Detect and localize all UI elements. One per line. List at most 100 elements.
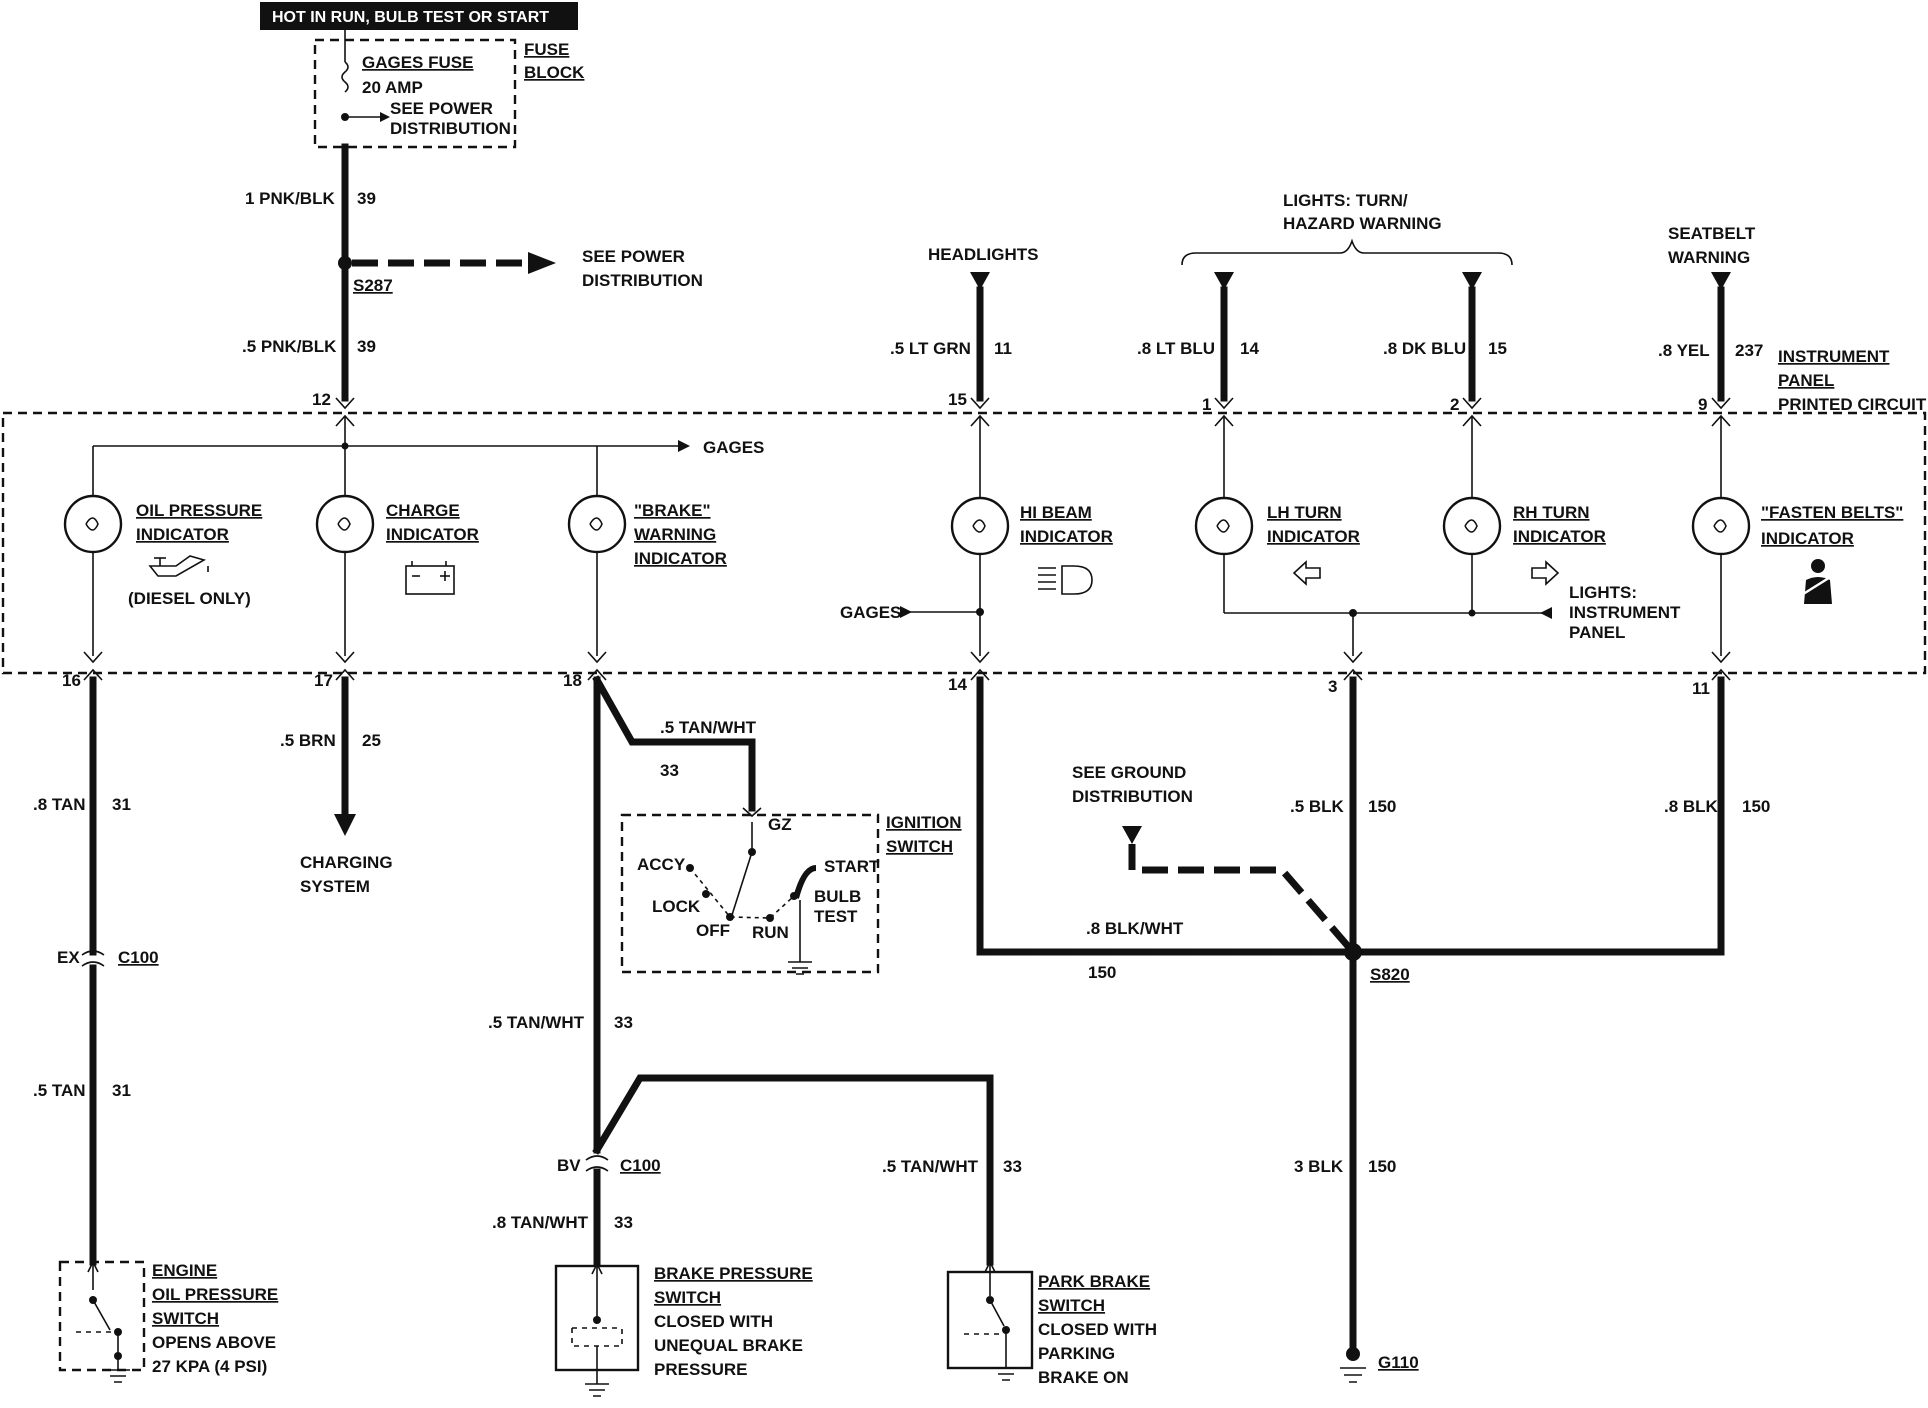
brake-indicator-label: "BRAKE": [634, 501, 711, 520]
ground-g110-label: G110: [1378, 1353, 1419, 1372]
brake-lamp-icon: [567, 494, 627, 554]
turn-hazard-label: LIGHTS: TURN/: [1283, 191, 1408, 210]
seatbelt-label: SEATBELT: [1668, 224, 1756, 243]
wire-31-upper-circuit: 31: [112, 795, 131, 814]
oil-indicator-label: OIL PRESSURE: [136, 501, 262, 520]
wire-15-label: .8 DK BLU: [1383, 339, 1466, 358]
charge-lamp-icon: [315, 494, 375, 554]
fuse-icon: [341, 61, 349, 93]
fuse-block-box: [313, 38, 517, 149]
fuse-name: GAGES FUSE: [362, 53, 473, 72]
lights-arrow-icon: [1540, 607, 1552, 619]
engine-switch-label-5: 27 KPA (4 PSI): [152, 1357, 267, 1376]
charge-indicator-label-2: INDICATOR: [386, 525, 479, 544]
power-banner-text: HOT IN RUN, BULB TEST OR START: [272, 9, 549, 26]
wire-150-blk-3-label: 3 BLK: [1294, 1157, 1344, 1176]
wire-39-a-circuit: 39: [357, 189, 376, 208]
ign-lock: LOCK: [652, 897, 701, 916]
turn-hazard-label-2: HAZARD WARNING: [1283, 214, 1442, 233]
rh-turn-lamp-icon: [1442, 496, 1502, 556]
splice-s820-label: S820: [1370, 965, 1410, 984]
ground-g110-icon: [1340, 1367, 1366, 1383]
connector-c100-ex: [81, 950, 105, 967]
wire-33-park-label: .5 TAN/WHT: [882, 1157, 979, 1176]
ign-start: START: [824, 857, 880, 876]
pin-18: 18: [563, 671, 582, 690]
wire-150-blk-8-label: .8 BLK: [1664, 797, 1719, 816]
ground-distribution-connector-icon: [1122, 826, 1142, 844]
charging-arrow-icon: [334, 814, 356, 836]
fasten-belts-label: "FASTEN BELTS": [1761, 503, 1903, 522]
wire-237-circuit: 237: [1735, 341, 1763, 360]
ign-run: RUN: [752, 923, 789, 942]
fasten-belts-label-2: INDICATOR: [1761, 529, 1854, 548]
splice-s287: [338, 256, 352, 270]
wire-31-lower-circuit: 31: [112, 1081, 131, 1100]
battery-icon: [405, 561, 455, 595]
wire-14-label: .8 LT BLU: [1137, 339, 1215, 358]
park-brake-label-4: PARKING: [1038, 1344, 1115, 1363]
headlights-label: HEADLIGHTS: [928, 245, 1039, 264]
gages-label: GAGES: [703, 438, 764, 457]
headlamp-icon: [1038, 565, 1093, 595]
right-arrow-icon: [1531, 560, 1560, 586]
wire-150-blkwht-label: .8 BLK/WHT: [1086, 919, 1184, 938]
engine-switch-label-4: OPENS ABOVE: [152, 1333, 276, 1352]
brake-pressure-label: BRAKE PRESSURE: [654, 1264, 813, 1283]
ignition-switch-contacts-icon: [686, 822, 817, 975]
lh-turn-lamp-icon: [1194, 496, 1254, 556]
wire-39-b-label: .5 PNK/BLK: [242, 337, 337, 356]
pin-12: 12: [312, 390, 331, 409]
panel-title-3: PRINTED CIRCUIT: [1778, 395, 1927, 414]
pin-11: 11: [1692, 679, 1710, 698]
wire-11-label: .5 LT GRN: [890, 339, 971, 358]
engine-switch-label-3: SWITCH: [152, 1309, 219, 1328]
brake-indicator-label-2: WARNING: [634, 525, 716, 544]
ignition-gz-connector: [742, 807, 762, 818]
rh-turn-label: RH TURN: [1513, 503, 1590, 522]
fuse-distribution: DISTRIBUTION: [390, 119, 511, 138]
rh-turn-connector-icon: [1462, 272, 1482, 290]
brake-pressure-label-2: SWITCH: [654, 1288, 721, 1307]
rh-turn-label-2: INDICATOR: [1513, 527, 1606, 546]
park-brake-switch-icon: [946, 1260, 1034, 1381]
c100-b-label: C100: [620, 1156, 661, 1175]
engine-switch-label: ENGINE: [152, 1261, 217, 1280]
oil-can-icon: [148, 555, 209, 577]
gages-in-arrow-icon: [900, 606, 912, 618]
hi-beam-lamp-icon: [950, 496, 1010, 556]
lt-turn-connector-icon: [1214, 272, 1234, 290]
wire-150-blkwht-circuit: 150: [1088, 963, 1116, 982]
pin-3: 3: [1328, 677, 1337, 696]
seatbelt-label-2: WARNING: [1668, 248, 1750, 267]
instrument-panel-box: [1, 411, 1927, 675]
lh-turn-label: LH TURN: [1267, 503, 1342, 522]
power-banner: [260, 2, 578, 30]
turn-junction-2: [1468, 609, 1476, 617]
connector-c100-bv: [585, 1155, 609, 1172]
gz-label: GZ: [768, 815, 792, 834]
see-power-distribution-label: DISTRIBUTION: [582, 271, 703, 290]
fuse-rating: 20 AMP: [362, 78, 423, 97]
turn-hazard-brace: [1181, 238, 1513, 266]
wire-150-blk-8-circuit: 150: [1742, 797, 1770, 816]
wire-39-b-circuit: 39: [357, 337, 376, 356]
power-distribution-arrow-icon: [528, 252, 556, 274]
c100-a-label: C100: [118, 948, 159, 967]
pin-16: 16: [62, 671, 81, 690]
wire-33-park: [592, 1074, 994, 1266]
gages-in-label: GAGES: [840, 603, 901, 622]
see-power-label: SEE POWER: [582, 247, 685, 266]
turn-junction-1: [1349, 609, 1357, 617]
brake-indicator-label-3: INDICATOR: [634, 549, 727, 568]
left-arrow-icon: [1292, 560, 1321, 586]
ign-bulb: BULB: [814, 887, 861, 906]
engine-switch-label-2: OIL PRESSURE: [152, 1285, 278, 1304]
pin-9: 9: [1698, 395, 1707, 414]
wire-33-ignition: [592, 675, 756, 812]
fuse-block-label: FUSE: [524, 40, 569, 59]
c100-ex-label: EX: [57, 948, 80, 967]
wire-33-ignition-circuit: 33: [660, 761, 679, 780]
fuse-block-label-2: BLOCK: [524, 63, 585, 82]
